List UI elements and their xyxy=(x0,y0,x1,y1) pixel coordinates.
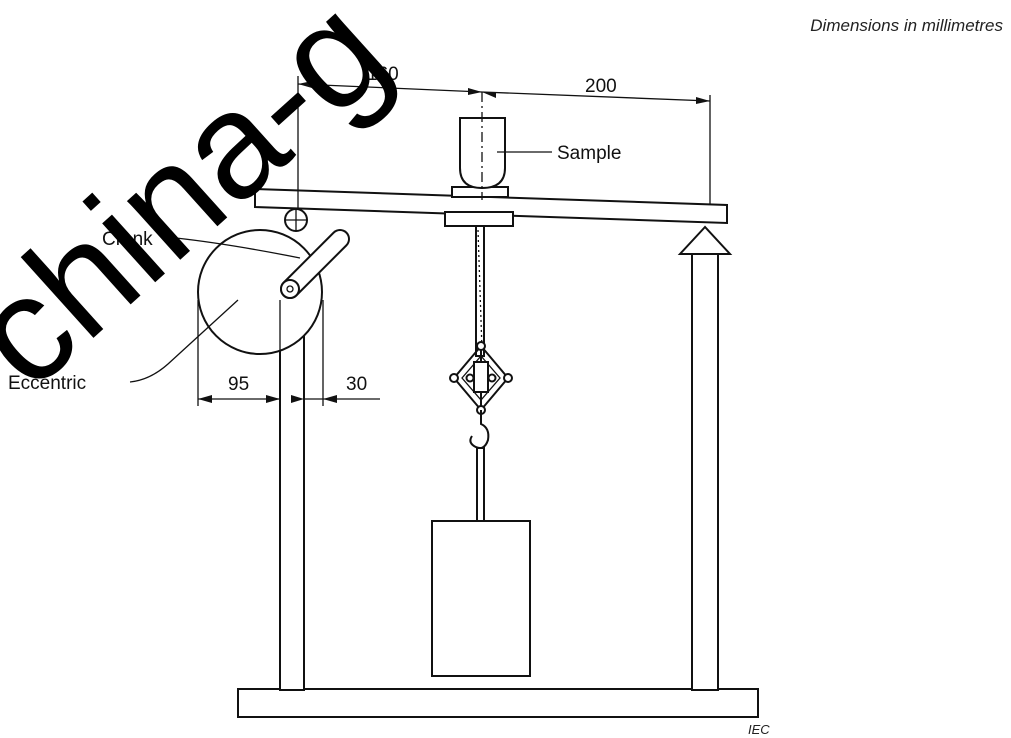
crank-arm xyxy=(280,229,350,299)
beam-roller xyxy=(284,208,308,232)
suspension-cord xyxy=(475,225,485,357)
right-post xyxy=(691,251,719,691)
dimension-200 xyxy=(481,91,711,104)
units-note: Dimensions in millimetres xyxy=(810,16,1003,35)
crank-label: Crank xyxy=(102,229,153,250)
weight-block xyxy=(431,520,531,677)
base-plate xyxy=(237,688,759,718)
source-label: IEC xyxy=(748,722,770,737)
eccentric-label: Eccentric xyxy=(8,373,86,394)
eccentric-disc xyxy=(197,229,323,355)
sample-holder-plate xyxy=(444,211,514,227)
dimension-160-label: 160 xyxy=(367,64,399,85)
dimension-200-label: 200 xyxy=(585,76,617,97)
hook xyxy=(469,410,490,449)
dimension-95 xyxy=(198,395,280,403)
pivot-support xyxy=(677,225,733,255)
dimension-160 xyxy=(297,81,483,95)
weight-cord xyxy=(476,447,485,523)
dimension-95-label: 95 xyxy=(228,374,249,395)
dimension-30-label: 30 xyxy=(346,374,367,395)
lever-beam xyxy=(254,187,728,225)
left-post xyxy=(279,289,305,691)
sample-label: Sample xyxy=(557,143,621,164)
diamond-linkage xyxy=(449,341,513,415)
dimension-30 xyxy=(291,395,380,403)
